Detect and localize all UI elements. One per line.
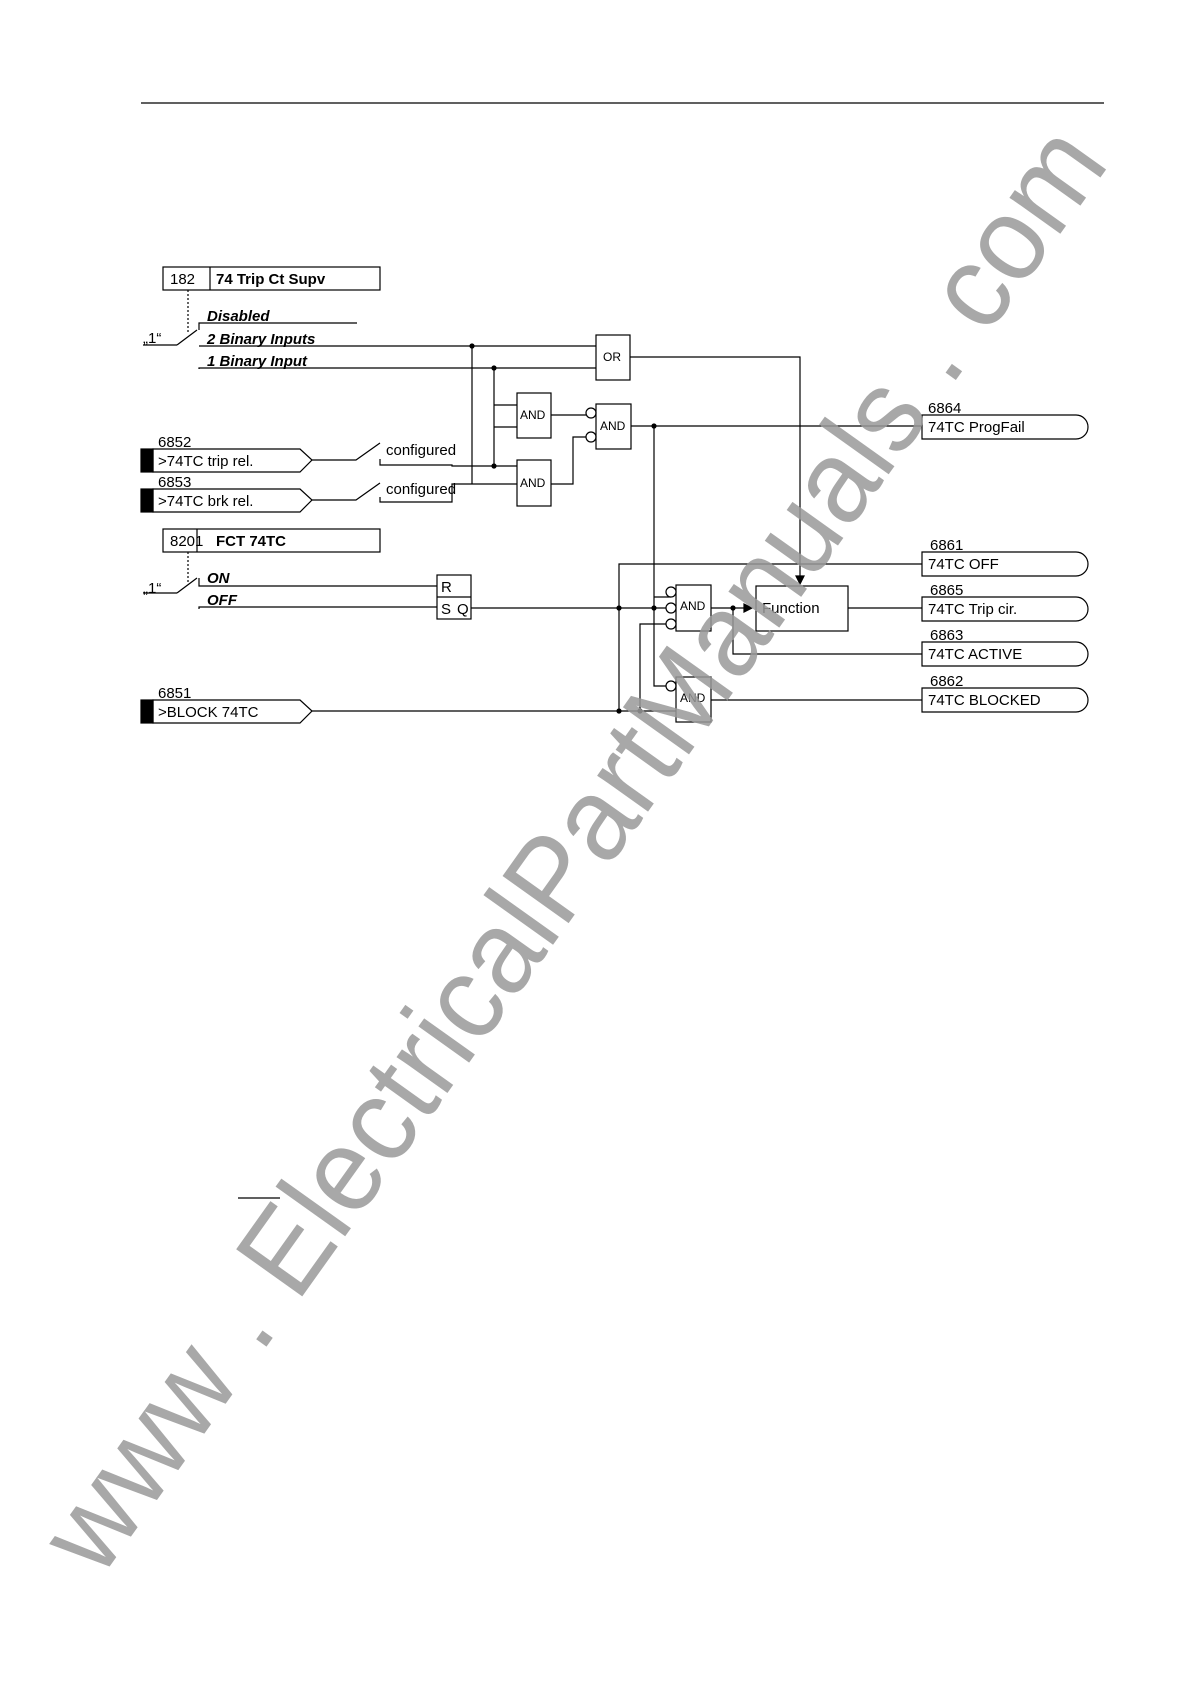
or-gate-label: OR xyxy=(603,350,621,364)
and-gate-3-label: AND xyxy=(600,419,626,433)
setting-8201-name: FCT 74TC xyxy=(216,533,286,550)
flipflop-r: R xyxy=(441,579,452,596)
flipflop-q: Q xyxy=(457,601,469,618)
switch-1-label: „1“ xyxy=(143,330,161,347)
option-1-binary-input: 1 Binary Input xyxy=(207,353,308,370)
setting-182-box xyxy=(162,266,381,291)
setting-8201-box xyxy=(162,528,381,553)
output-6861-number: 6861 xyxy=(930,537,963,554)
option-off: OFF xyxy=(207,592,238,609)
and-gate-2 xyxy=(516,459,552,507)
output-box-6863 xyxy=(921,641,1089,667)
output-box-6864 xyxy=(921,414,1089,440)
option-disabled: Disabled xyxy=(207,308,270,325)
output-6863-label: 74TC ACTIVE xyxy=(928,646,1022,663)
and-gate-4-label: AND xyxy=(680,599,706,613)
input-6852-label: >74TC trip rel. xyxy=(158,453,253,470)
output-6863-number: 6863 xyxy=(930,627,963,644)
output-6862-label: 74TC BLOCKED xyxy=(928,692,1041,709)
and-gate-2-label: AND xyxy=(520,476,546,490)
input-6852-number: 6852 xyxy=(158,434,191,451)
output-box-6865 xyxy=(921,596,1089,622)
option-on: ON xyxy=(207,570,231,587)
setting-182-name: 74 Trip Ct Supv xyxy=(216,271,326,288)
input-6852-switch: configured xyxy=(386,442,456,459)
input-6851-number: 6851 xyxy=(158,685,191,702)
switch-2-label: „1“ xyxy=(143,580,161,597)
setting-8201-address: 8201 xyxy=(170,533,203,550)
output-6862-number: 6862 xyxy=(930,673,963,690)
watermark: www . ElectricalPartManuals . com xyxy=(13,102,1131,1596)
setting-182-address: 182 xyxy=(170,271,195,288)
flipflop-s: S xyxy=(441,601,451,618)
and-gate-1-label: AND xyxy=(520,408,546,422)
output-6865-label: 74TC Trip cir. xyxy=(928,601,1017,618)
input-6851-label: >BLOCK 74TC xyxy=(158,704,259,721)
input-6853-label: >74TC brk rel. xyxy=(158,493,253,510)
output-6861-label: 74TC OFF xyxy=(928,556,999,573)
input-6853-number: 6853 xyxy=(158,474,191,491)
function-label: Function xyxy=(762,600,820,617)
output-6865-number: 6865 xyxy=(930,582,963,599)
output-box-6862 xyxy=(921,687,1089,713)
output-6864-label: 74TC ProgFail xyxy=(928,419,1025,436)
and-gate-5-label: AND xyxy=(680,691,706,705)
input-6853-switch: configured xyxy=(386,481,456,498)
output-box-6861 xyxy=(921,551,1089,577)
option-2-binary-inputs: 2 Binary Inputs xyxy=(206,331,315,348)
output-6864-number: 6864 xyxy=(928,400,961,417)
